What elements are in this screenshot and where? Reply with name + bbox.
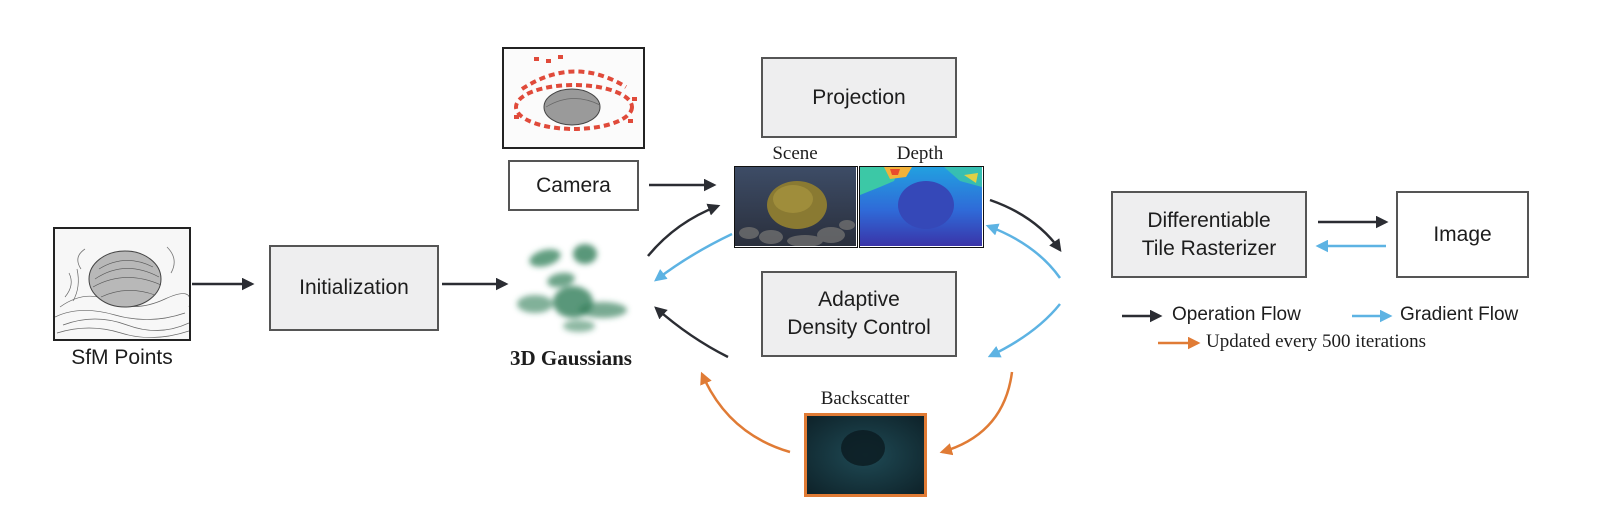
adaptive-density-line1: Adaptive xyxy=(818,288,900,311)
backscatter-label: Backscatter xyxy=(820,388,910,409)
sfm-points-image xyxy=(53,227,191,341)
adaptive-density-line2: Density Control xyxy=(787,316,931,339)
camera-box: Camera xyxy=(508,160,639,211)
gradient-scene-to-gaussians xyxy=(654,232,733,282)
rasterizer-line2: Tile Rasterizer xyxy=(1141,236,1277,260)
camera-label: Camera xyxy=(536,173,611,197)
update-to-backscatter xyxy=(939,371,1014,456)
image-box: Image xyxy=(1396,191,1529,278)
image-label: Image xyxy=(1433,222,1492,246)
arrow-density-to-gaussians xyxy=(654,306,729,359)
legend-update-label: Updated every 500 iterations xyxy=(1206,331,1427,352)
sfm-points-label: SfM Points xyxy=(71,346,173,369)
scene-image xyxy=(734,166,858,248)
gaussians-label: 3D Gaussians xyxy=(510,346,632,370)
depth-label: Depth xyxy=(896,143,944,164)
adaptive-density-control-box: Adaptive Density Control xyxy=(761,271,957,357)
scene-label: Scene xyxy=(772,143,818,164)
update-backscatter-to-gaussians xyxy=(700,371,791,454)
projection-box: Projection xyxy=(761,57,957,138)
projection-label: Projection xyxy=(812,85,906,109)
arrow-gaussians-to-scene xyxy=(647,203,721,257)
legend-gradient-label: Gradient Flow xyxy=(1400,304,1519,325)
tile-rasterizer-box: Differentiable Tile Rasterizer xyxy=(1111,191,1307,278)
legend-operation-label: Operation Flow xyxy=(1172,304,1301,325)
gradient-rasterizer-to-density xyxy=(987,303,1061,358)
gaussians-visual xyxy=(517,244,627,332)
gradient-rasterizer-to-depth xyxy=(985,223,1062,279)
rasterizer-line1: Differentiable xyxy=(1147,208,1271,232)
initialization-label: Initialization xyxy=(299,276,409,299)
initialization-box: Initialization xyxy=(269,245,439,331)
camera-trajectory-image xyxy=(502,47,645,149)
backscatter-image xyxy=(804,413,927,497)
arrow-depth-to-rasterizer xyxy=(989,198,1062,253)
depth-image xyxy=(859,166,984,248)
